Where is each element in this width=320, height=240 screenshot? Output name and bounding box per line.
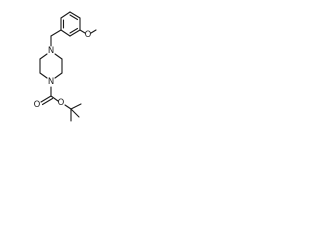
ring-double-bond — [69, 14, 79, 21]
tbutyl-bond — [70, 103, 82, 110]
tbutyl-bond — [64, 104, 72, 110]
carbonyl-double-bond — [40, 95, 52, 103]
piperazine-nitrogen-top-label: N — [48, 46, 54, 56]
ring-bond — [54, 53, 63, 60]
ring-bond — [39, 72, 48, 79]
methoxy-oxygen-label: O — [85, 30, 92, 40]
piperazine-nitrogen-bottom-label: N — [48, 77, 54, 87]
methoxy-bond — [79, 29, 86, 34]
ring-double-bond — [69, 27, 79, 34]
ring-bond — [69, 29, 81, 37]
ring-bond — [39, 53, 48, 60]
ester-oxygen-label: O — [58, 98, 65, 108]
tbutyl-bond — [70, 108, 80, 118]
ring-bond — [69, 11, 81, 19]
methyl-bond — [90, 29, 97, 34]
piperazine-ring — [39, 53, 63, 79]
benzyl-bond — [50, 29, 62, 37]
carbonyl-double-bond — [41, 97, 54, 106]
carbonyl-oxygen-label: O — [34, 100, 41, 110]
chemical-structure-diagram: O N N O O — [34, 11, 97, 122]
ester-bond — [50, 95, 59, 102]
ring-bond — [54, 72, 63, 79]
ring-bond — [60, 11, 71, 19]
ring-bond — [60, 29, 71, 37]
benzene-ring — [60, 11, 81, 37]
